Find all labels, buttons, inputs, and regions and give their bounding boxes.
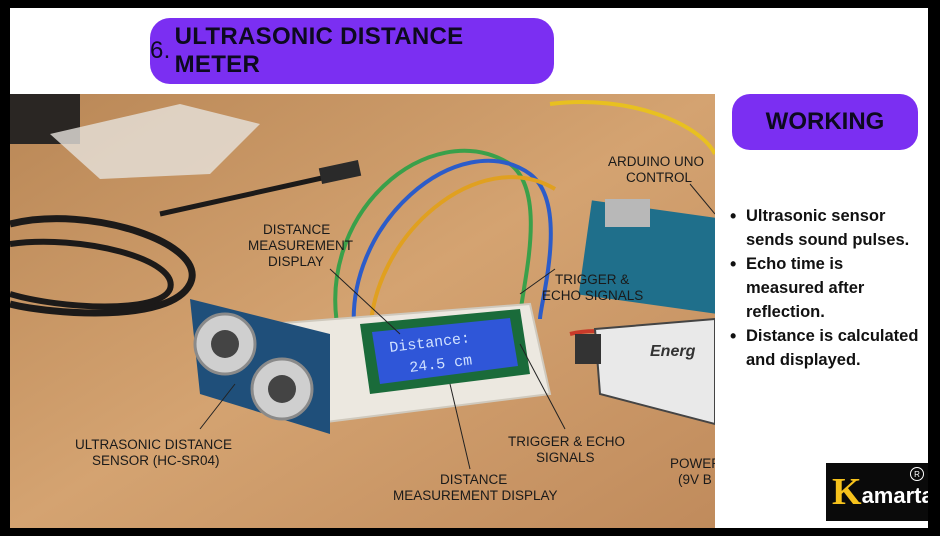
arduino-board (578, 200, 715, 314)
lcd-screen (372, 318, 518, 384)
sensor-transducer-1-inner (211, 330, 239, 358)
working-banner: WORKING (732, 94, 918, 150)
label-power-2: (9V B (678, 472, 712, 487)
black-cable (10, 215, 196, 317)
label-trigger-right-2: ECHO SIGNALS (542, 288, 643, 303)
wire-green (333, 149, 533, 340)
label-sensor-1: ULTRASONIC DISTANCE (75, 437, 232, 452)
wire-yellow (549, 100, 715, 155)
logo-text: amarta (861, 483, 928, 508)
battery-terminal (575, 334, 601, 364)
label-trigger-bottom-1: TRIGGER & ECHO (508, 434, 625, 449)
slide: 6. ULTRASONIC DISTANCE METER (10, 8, 928, 528)
leader-arduino (689, 183, 715, 215)
label-power-1: POWER (670, 456, 715, 471)
label-arduino-2: CONTROL (626, 170, 692, 185)
working-heading: WORKING (765, 108, 885, 135)
leader-sensor (199, 383, 236, 430)
sensor-transducer-2-inner (268, 375, 296, 403)
wire-blue (351, 159, 553, 340)
working-list: Ultrasonic sensor sends sound pulses. Ec… (730, 204, 924, 372)
label-display-top-1: DISTANCE (263, 222, 330, 237)
title-banner: 6. ULTRASONIC DISTANCE METER (150, 18, 554, 84)
label-display-bottom-2: MEASUREMENT DISPLAY (393, 488, 558, 503)
logo-initial: K (832, 471, 862, 513)
project-photo: Distance: 24.5 cm Energ ARDUINO UNO CONT… (10, 94, 715, 528)
label-arduino-1: ARDUINO UNO (608, 154, 704, 169)
list-item: Distance is calculated and displayed. (730, 324, 924, 372)
label-display-top-2: MEASUREMENT (248, 238, 353, 253)
usb-port (605, 199, 650, 227)
registered-mark: R (910, 467, 924, 481)
leader-display-top (329, 268, 401, 335)
battery-brand: Energ (650, 343, 696, 360)
wire-orange (368, 175, 557, 340)
black-cable-2 (10, 238, 174, 310)
label-trigger-right-1: TRIGGER & (555, 272, 629, 287)
battery (593, 317, 715, 426)
list-item: Ultrasonic sensor sends sound pulses. (730, 204, 924, 252)
title-number: 6. (150, 37, 171, 64)
plastic-bag (50, 104, 260, 179)
label-trigger-bottom-2: SIGNALS (536, 450, 595, 465)
title-text: ULTRASONIC DISTANCE METER (174, 23, 464, 78)
leader-trigger-bottom (519, 343, 566, 430)
label-display-bottom-1: DISTANCE (440, 472, 507, 487)
kamarta-logo: K amarta R (826, 463, 928, 521)
usb-cable (159, 171, 341, 217)
label-sensor-2: SENSOR (HC-SR04) (92, 453, 220, 468)
list-item: Echo time is measured after reflection. (730, 252, 924, 324)
usb-plug (318, 160, 362, 184)
leader-trigger-right (519, 268, 556, 295)
leader-display-bottom (449, 383, 471, 470)
label-display-top-3: DISPLAY (268, 254, 324, 269)
